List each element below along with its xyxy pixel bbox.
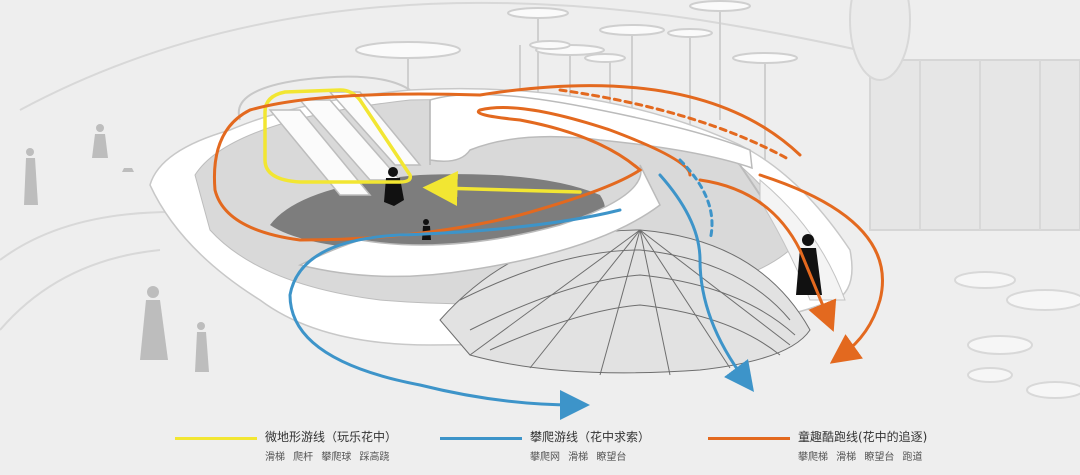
legend-line-yellow <box>175 437 257 440</box>
people-silhouettes <box>24 124 209 372</box>
background-context <box>0 0 1080 399</box>
legend-subtitle-yellow: 滑梯 爬杆 攀爬球 踩高跷 <box>265 452 390 463</box>
legend-line-orange <box>708 437 790 440</box>
legend-line-blue <box>440 437 522 440</box>
legend-title-yellow: 微地形游线（玩乐花中） <box>265 430 398 444</box>
legend-subtitle-blue: 攀爬网 滑梯 瞭望台 <box>530 452 627 463</box>
route-yellow <box>263 88 582 206</box>
legend-title-blue: 攀爬游线（花中求索） <box>530 430 651 444</box>
route-blue <box>288 158 754 420</box>
slide-tubes <box>268 91 422 196</box>
legend-title-orange: 童趣酷跑线(花中的追逐) <box>798 430 928 444</box>
legend-subtitle-orange: 攀爬梯 滑梯 瞭望台 跑道 <box>798 452 923 463</box>
